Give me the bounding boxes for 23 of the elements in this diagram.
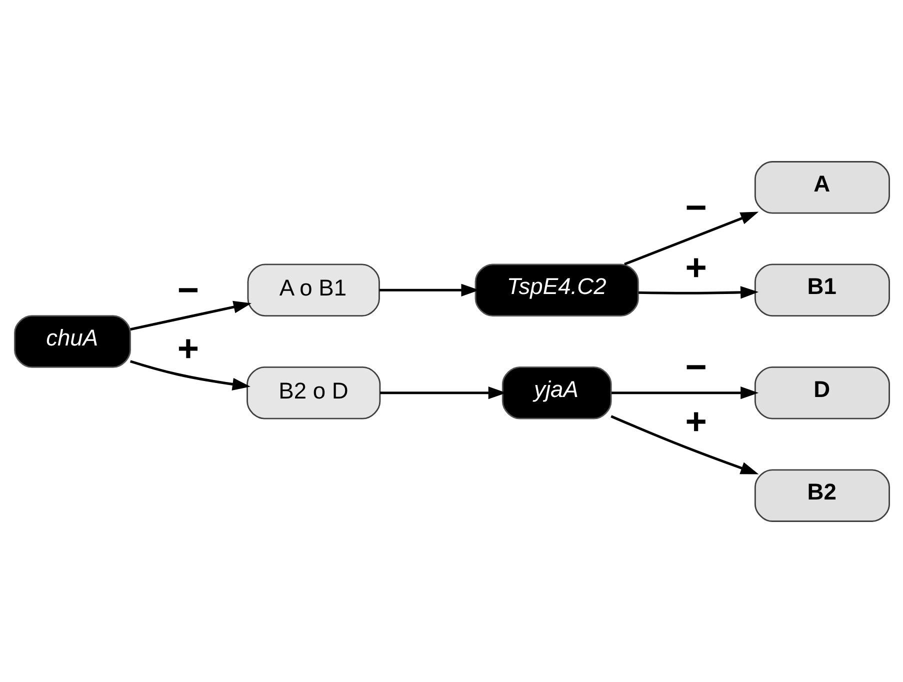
node-box: D <box>754 366 890 419</box>
arrow <box>610 414 758 474</box>
node-box: B2 <box>754 468 890 522</box>
arrow <box>130 300 251 330</box>
edge-label: − <box>176 268 199 310</box>
node-box: yjaA <box>501 366 612 419</box>
edge-label: + <box>684 399 706 442</box>
arrow <box>378 283 479 296</box>
edge-label: − <box>684 345 706 388</box>
arrow <box>638 286 758 298</box>
edge-label: − <box>684 185 706 228</box>
arrow <box>380 386 506 399</box>
node-box: B2 o D <box>246 366 380 419</box>
edge-label: + <box>684 245 706 288</box>
node-box: TspE4.C2 <box>474 263 638 316</box>
arrow <box>610 386 758 399</box>
node-box: B1 <box>754 263 890 316</box>
node-box: A <box>754 160 890 214</box>
node-box: A o B1 <box>246 263 380 316</box>
node-box: chuA <box>14 314 130 368</box>
arrow <box>129 360 250 390</box>
arrow <box>624 211 758 265</box>
edge-label: + <box>176 326 199 369</box>
